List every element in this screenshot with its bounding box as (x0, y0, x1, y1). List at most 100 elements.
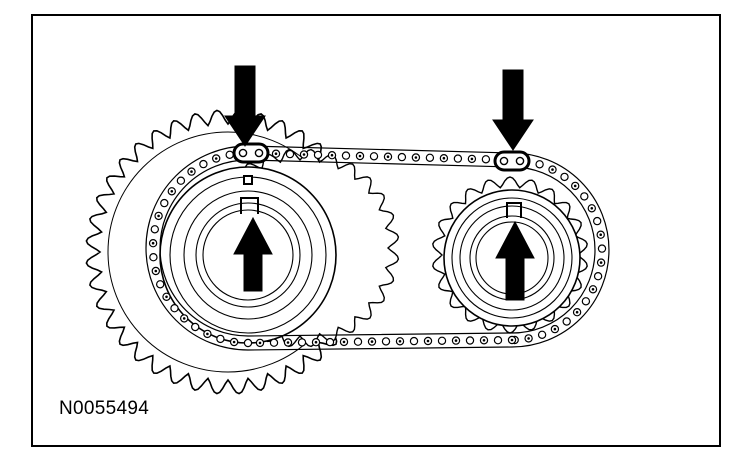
chain-roller (593, 216, 602, 226)
crank-sprocket-ring-2 (183, 190, 313, 320)
chain-roller (353, 337, 363, 346)
chain-roller (593, 272, 603, 281)
chain-roller (580, 192, 589, 201)
chain-roller (225, 150, 234, 159)
chain-roller (397, 152, 407, 162)
arrow-down-left-icon (224, 65, 266, 147)
chain-roller (160, 198, 169, 208)
chain-pin (170, 190, 174, 193)
timing-mark-left (243, 175, 253, 185)
chain-inner-edge (159, 159, 596, 337)
chain-pin (398, 340, 402, 343)
crank-sprocket-ring-3 (195, 202, 301, 308)
arrow-up-left-icon (233, 216, 273, 292)
chain-roller (285, 149, 295, 159)
keyway-right (506, 202, 522, 218)
chain-pin (510, 338, 514, 342)
chain-pin (454, 339, 458, 342)
chain-roller (243, 338, 253, 348)
chain-pin (575, 310, 579, 314)
chain-pin (190, 170, 193, 173)
chain-pin (286, 341, 290, 344)
copper-link-left-roller (254, 148, 264, 158)
figure-id-label: N0055494 (59, 398, 150, 419)
chain-pin (591, 288, 595, 291)
chain-roller (560, 172, 569, 182)
chain-pin (182, 317, 186, 320)
chain-roller (493, 336, 503, 345)
chain-roller (481, 155, 491, 164)
arrow-up-right-icon (495, 220, 535, 301)
chain-roller (150, 225, 159, 234)
chain-pin (370, 340, 374, 343)
chain-roller (190, 322, 200, 332)
chain-pin (527, 337, 530, 340)
chain-roller (297, 338, 307, 347)
chain-roller (535, 160, 544, 169)
copper-link-left-roller (238, 148, 248, 158)
chain-pin (258, 341, 262, 345)
chain-roller (170, 304, 179, 313)
chain-roller (369, 152, 379, 161)
chain-roller (409, 336, 419, 346)
copper-link-left (232, 142, 270, 164)
chain-roller (155, 280, 165, 289)
cam-sprocket-ring-2 (459, 205, 565, 311)
chain-pin (206, 332, 209, 336)
chain-roller (537, 330, 547, 339)
chain-roller (325, 337, 335, 347)
chain-pin (151, 241, 155, 245)
arrow-down-right-icon (492, 69, 534, 151)
chain-roller (269, 338, 279, 347)
chain-roller (176, 176, 186, 185)
chain-pin (599, 233, 602, 236)
chain-pin (482, 339, 486, 342)
chain-roller (562, 317, 571, 326)
chain-roller (465, 336, 475, 345)
chain-pin (426, 339, 430, 343)
chain-pin (232, 340, 236, 344)
chain-pin (358, 154, 362, 158)
chain-pin (599, 261, 603, 264)
chain-pin (302, 153, 306, 156)
chain-roller (437, 336, 447, 345)
chain-roller (425, 153, 435, 162)
chain-pin (214, 157, 218, 160)
copper-link-right-roller (499, 156, 509, 166)
indicator-arrows (224, 65, 535, 301)
chain-pin (386, 155, 390, 158)
chain-roller (199, 159, 208, 169)
cam-sprocket-ring-1 (451, 197, 573, 319)
chain-pin (274, 152, 278, 155)
chain-pin (154, 269, 158, 273)
chain-pin (553, 327, 557, 331)
chain-pin (314, 340, 318, 344)
chain-pin (165, 295, 168, 299)
chain-outer-edge (145, 145, 610, 351)
chain-pin (442, 156, 446, 160)
chain-pin (330, 153, 334, 157)
chain-roller (341, 151, 351, 160)
chain-roller (381, 337, 391, 346)
chain-roller (313, 150, 323, 160)
chain-roller (597, 244, 607, 253)
chain-pin (590, 207, 594, 210)
chain-roller (216, 334, 225, 344)
chain-pin (470, 157, 474, 161)
timing-chain (145, 145, 610, 351)
chain-pin (551, 168, 554, 171)
chain-pin (414, 156, 418, 159)
copper-links (232, 142, 531, 172)
chain-pin (573, 184, 577, 188)
chain-roller (453, 154, 463, 163)
timing-marks (240, 175, 522, 218)
copper-link-right-roller (515, 156, 525, 166)
crank-sprocket-ring-4 (202, 209, 294, 301)
keyway-left (240, 197, 259, 214)
copper-link-right (493, 150, 531, 172)
chain-roller (149, 253, 158, 262)
chain-roller (581, 297, 591, 306)
chain-pin (157, 214, 160, 218)
chain-pin (342, 340, 346, 344)
